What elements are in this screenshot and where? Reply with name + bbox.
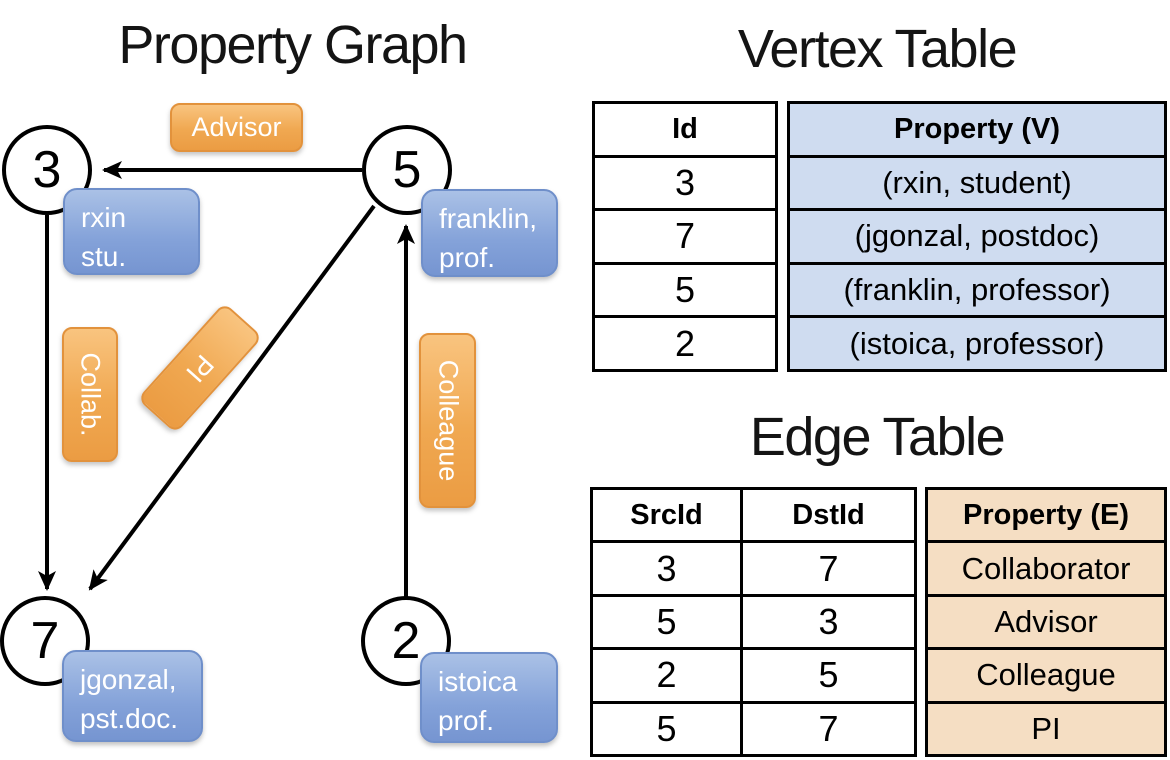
vertex-table-property-column: Property (V) (rxin, student) (jgonzal, p… bbox=[787, 101, 1167, 372]
edge-table-header-srcid: SrcId bbox=[630, 498, 703, 531]
vertex-prop-line: jgonzal, bbox=[80, 664, 177, 695]
edge-table-header-property: Property (E) bbox=[963, 498, 1129, 531]
vertex-prop-line: stu. bbox=[81, 241, 127, 273]
edge-label-collab: Collab. bbox=[62, 327, 118, 462]
edge-label-text: Collab. bbox=[75, 352, 106, 437]
edge-table-src-dst-box: SrcId 3 5 2 5 DstId 7 3 5 7 bbox=[590, 487, 917, 757]
vertex-prop-box-rxin: rxin stu. bbox=[63, 188, 200, 275]
table-cell: 7 bbox=[743, 540, 914, 593]
vertex-prop-line: franklin, bbox=[439, 203, 538, 234]
edge-label-advisor: Advisor bbox=[170, 103, 303, 152]
vertex-prop-box-jgonzal: jgonzal, pst.doc. bbox=[62, 650, 203, 742]
vertex-table-id-column: Id 3 7 5 2 bbox=[592, 101, 778, 372]
vertex-table-header-property: Property (V) bbox=[894, 112, 1060, 145]
vertex-prop-box-istoica: istoica prof. bbox=[420, 652, 558, 743]
table-cell: 5 bbox=[743, 647, 914, 700]
vertex-prop-line: istoica bbox=[438, 666, 518, 697]
table-cell: 3 bbox=[743, 593, 914, 647]
edge-table-srcid-column: SrcId 3 5 2 5 bbox=[593, 490, 743, 754]
table-cell: (franklin, professor) bbox=[790, 261, 1164, 316]
table-cell: (jgonzal, postdoc) bbox=[790, 208, 1164, 262]
vertex-table-header-id: Id bbox=[672, 112, 698, 145]
table-cell: 2 bbox=[595, 315, 775, 369]
vertex-prop-line: rxin bbox=[81, 202, 127, 233]
node-id-label: 2 bbox=[391, 612, 421, 670]
table-cell: (rxin, student) bbox=[790, 154, 1164, 209]
property-graph-title: Property Graph bbox=[118, 15, 468, 75]
vertex-prop-line: prof. bbox=[439, 242, 496, 274]
table-cell: 3 bbox=[593, 540, 740, 593]
edge-table-title: Edge Table bbox=[749, 407, 1006, 467]
node-id-label: 7 bbox=[30, 612, 60, 670]
edge-table-property-column: Property (E) Collaborator Advisor Collea… bbox=[925, 487, 1167, 757]
node-circle-2: 2 bbox=[361, 596, 451, 686]
table-cell: 2 bbox=[593, 647, 740, 700]
table-cell: 3 bbox=[595, 154, 775, 209]
vertex-prop-line: pst.doc. bbox=[80, 703, 179, 735]
table-cell: 7 bbox=[743, 700, 914, 754]
table-cell: Advisor bbox=[928, 593, 1164, 647]
graph-edges-svg bbox=[38, 161, 415, 597]
table-cell: 5 bbox=[593, 593, 740, 647]
node-id-label: 5 bbox=[392, 141, 422, 199]
vertex-table-title: Vertex Table bbox=[737, 19, 1018, 79]
table-cell: Collaborator bbox=[928, 540, 1164, 593]
vertex-prop-box-franklin: franklin, prof. bbox=[421, 189, 558, 277]
table-cell: 5 bbox=[593, 700, 740, 754]
node-circle-5: 5 bbox=[362, 125, 452, 215]
edge-label-text: Colleague bbox=[433, 359, 463, 482]
edge-label-text: Advisor bbox=[191, 112, 282, 142]
node-id-label: 3 bbox=[32, 141, 62, 199]
edge-label-text: PI bbox=[180, 348, 221, 388]
table-cell: PI bbox=[928, 700, 1164, 754]
table-cell: Colleague bbox=[928, 647, 1164, 700]
edge-label-colleague: Colleague bbox=[419, 333, 476, 508]
edge-table-header-dstid: DstId bbox=[792, 498, 865, 531]
table-cell: 5 bbox=[595, 261, 775, 316]
table-cell: 7 bbox=[595, 208, 775, 262]
edge-table-dstid-column: DstId 7 3 5 7 bbox=[743, 490, 914, 754]
edge-arrow-pi-5-to-7 bbox=[88, 204, 376, 591]
vertex-prop-line: prof. bbox=[438, 705, 495, 737]
table-cell: (istoica, professor) bbox=[790, 315, 1164, 369]
